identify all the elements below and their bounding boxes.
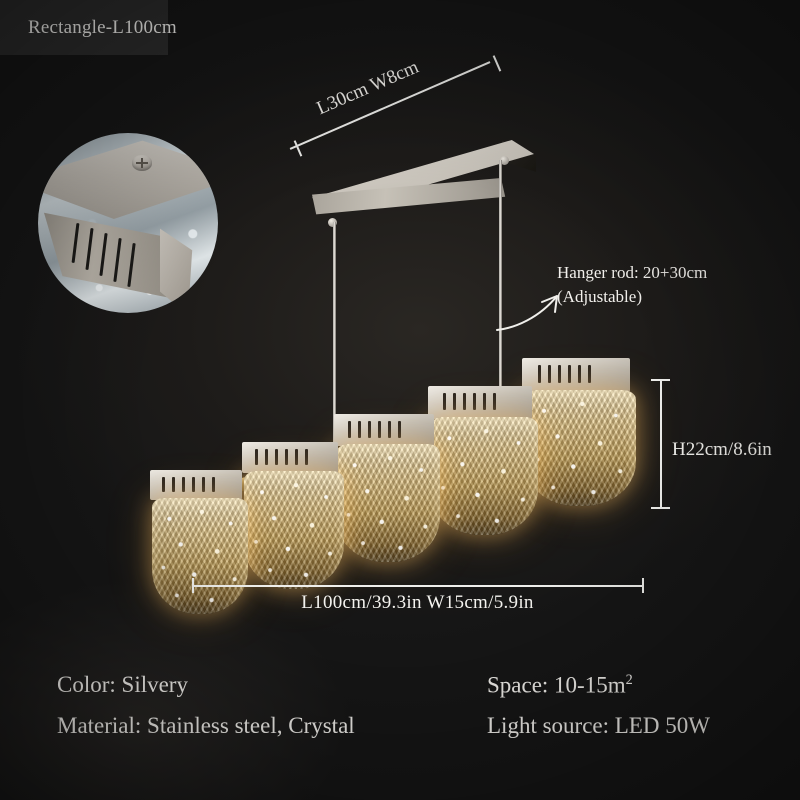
- canopy-dimension-label: L30cm W8cm: [313, 56, 422, 120]
- detail-closeup-inset: [38, 133, 218, 313]
- spec-color: Color: Silvery: [57, 672, 487, 699]
- hanger-rod-callout: Hanger rod: 20+30cm (Adjustable): [557, 261, 707, 309]
- height-dimension-label: H22cm/8.6in: [672, 439, 772, 460]
- length-dimension-cap-right: [642, 578, 644, 593]
- spec-material: Material: Stainless steel, Crystal: [57, 713, 487, 739]
- spec-space-label: Space: 10-15m: [487, 672, 626, 698]
- length-dimension-cap-left: [192, 578, 194, 593]
- spec-light-source: Light source: LED 50W: [487, 713, 757, 739]
- callout-arrow-icon: [496, 295, 558, 331]
- title-banner: Rectangle-L100cm: [0, 0, 177, 55]
- spec-material-label: Material: Stainless steel, Crystal: [57, 712, 355, 738]
- hanger-rod-callout-line2: (Adjustable): [557, 287, 642, 306]
- chandelier-body: [150, 340, 690, 614]
- specifications-grid: Color: Silvery Space: 10-15m2 Material: …: [57, 672, 757, 739]
- canopy-dimension: L30cm W8cm: [289, 55, 520, 206]
- spec-space-sup: 2: [625, 672, 633, 688]
- shade-cap-2: [242, 442, 338, 473]
- page-title: Rectangle-L100cm: [28, 16, 177, 38]
- height-dimension-line: [660, 380, 662, 508]
- height-dimension-cap-top: [651, 379, 670, 381]
- height-dimension-cap-bottom: [651, 507, 670, 509]
- screw-cap-icon: [132, 155, 152, 171]
- length-dimension-line: [192, 585, 643, 587]
- spec-space: Space: 10-15m2: [487, 672, 757, 699]
- spec-color-label: Color: Silvery: [57, 672, 188, 697]
- spec-light-source-label: Light source: LED 50W: [487, 712, 710, 738]
- length-dimension-label: L100cm/39.3in W15cm/5.9in: [301, 592, 534, 613]
- hanger-rod-callout-line1: Hanger rod: 20+30cm: [557, 263, 708, 282]
- canopy-dimension-cap-right: [492, 55, 501, 72]
- shade-cap-1: [150, 470, 242, 500]
